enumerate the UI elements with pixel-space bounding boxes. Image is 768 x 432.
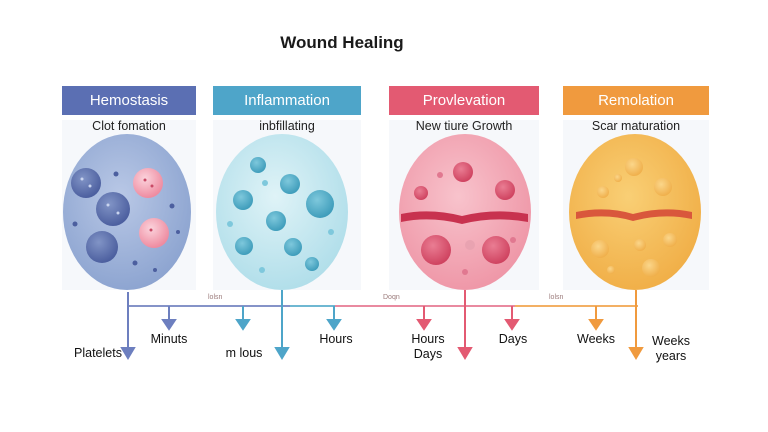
timeline-label-m-lous: m lous xyxy=(225,346,263,360)
timeline-label-platelets: Platelets xyxy=(74,346,122,360)
diagram-title: Wound Healing xyxy=(280,33,404,52)
axis-note-2: Doqn xyxy=(383,294,400,301)
phase-header-remodeling: Remolation xyxy=(563,86,709,115)
hemostasis-illustration xyxy=(63,134,191,290)
phase-header-hemostasis: Hemostasis xyxy=(62,86,196,115)
timeline-label-days: Days xyxy=(498,332,528,346)
phase-header-inflammation: Inflammation xyxy=(213,86,361,115)
timeline-label-minutes: Minuts xyxy=(150,332,188,346)
phase-subtitle-hemostasis: Clot fomation xyxy=(92,119,166,133)
timeline-label-weeks: Weeks xyxy=(577,332,615,346)
timeline-axis xyxy=(120,290,644,360)
phase-header-proliferation: Provlevation xyxy=(389,86,539,115)
axis-note-1: lolsn xyxy=(208,294,223,301)
axis-note-3: lolsn xyxy=(549,294,564,301)
phase-subtitle-remodeling: Scar maturation xyxy=(591,119,681,133)
remodeling-illustration xyxy=(569,134,701,290)
proliferation-illustration xyxy=(399,134,531,290)
phase-subtitle-proliferation: New tiure Growth xyxy=(415,119,513,133)
inflammation-illustration xyxy=(216,134,348,290)
phase-subtitle-inflammation: inbfillating xyxy=(259,119,315,133)
timeline-label-hours-1: Hours xyxy=(319,332,353,346)
